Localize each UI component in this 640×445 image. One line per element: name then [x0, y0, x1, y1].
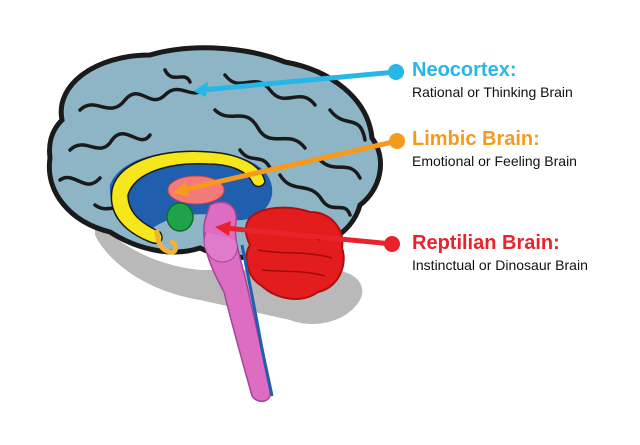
fornix-tail — [154, 229, 179, 255]
reptilian-title: Reptilian Brain: — [412, 232, 560, 254]
amygdala-region — [166, 202, 194, 232]
neocortex-pointer-line — [201, 69, 397, 93]
pons-bulge — [203, 231, 238, 263]
neocortex-label: Neocortex: Rational or Thinking Brain — [412, 58, 632, 103]
limbic-arrowhead — [172, 182, 189, 197]
reptilian-arrowhead — [215, 221, 231, 236]
neocortex-dot — [388, 64, 404, 80]
pointer-lines — [172, 64, 405, 252]
brainstem-blue-edge — [240, 244, 274, 397]
neocortex-title: Neocortex: — [412, 59, 517, 81]
neocortex-arrowhead — [193, 82, 208, 97]
limbic-description: Emotional or Feeling Brain — [412, 153, 577, 169]
neocortex-description: Rational or Thinking Brain — [412, 84, 573, 100]
limbic-dot — [389, 133, 405, 149]
limbic-title: Limbic Brain: — [412, 128, 540, 150]
reptilian-dot — [384, 236, 400, 252]
limbic-pointer-line — [181, 138, 398, 193]
reptilian-description: Instinctual or Dinosaur Brain — [412, 257, 588, 273]
limbic-label: Limbic Brain: Emotional or Feeling Brain — [412, 127, 634, 172]
reptilian-pointer-line — [224, 225, 393, 247]
reptilian-label: Reptilian Brain: Instinctual or Dinosaur… — [412, 231, 627, 276]
